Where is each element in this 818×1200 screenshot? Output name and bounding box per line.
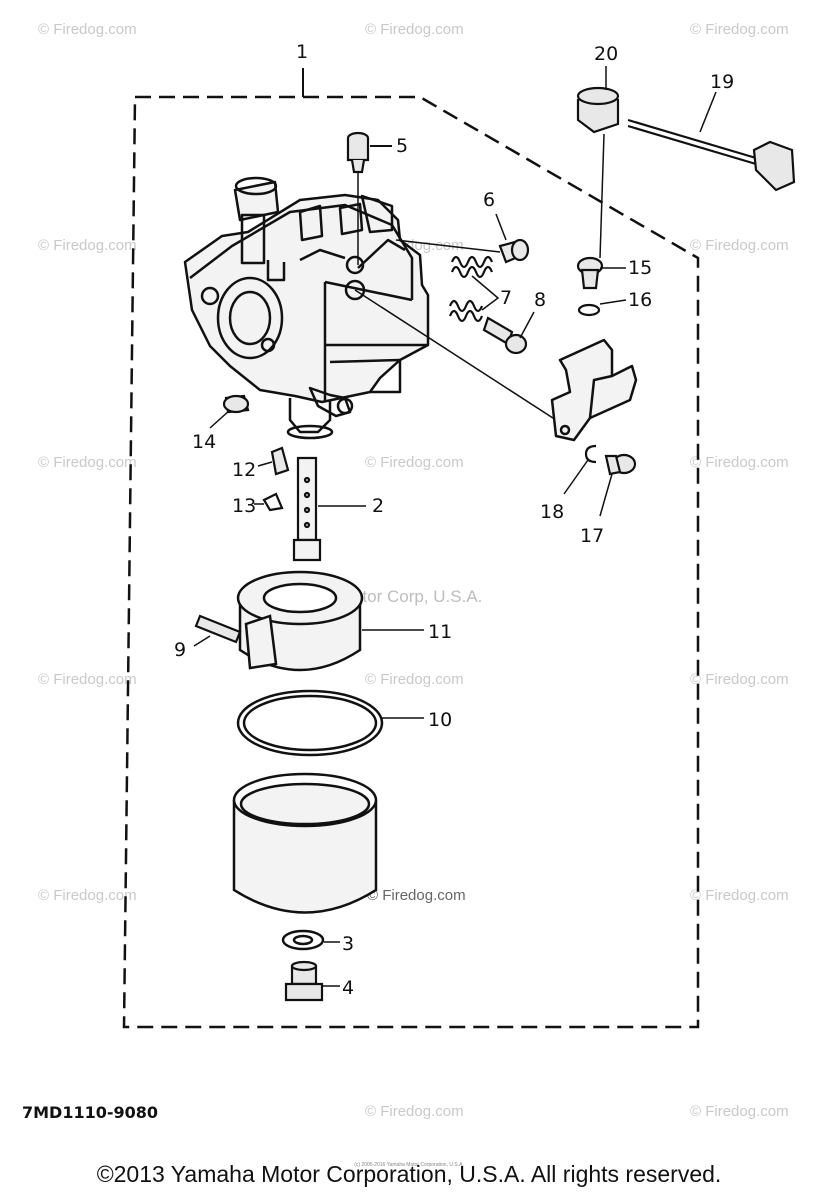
- callout-11: 11: [428, 621, 452, 643]
- watermark: © Firedog.com: [38, 454, 137, 471]
- callout-6: 6: [483, 189, 495, 211]
- callout-17: 17: [580, 525, 604, 547]
- watermark: © Firedog.com: [690, 671, 789, 688]
- callout-10: 10: [428, 709, 452, 731]
- part-6-screw: [498, 238, 530, 264]
- part-18-clip: [584, 444, 597, 464]
- leader-line: [563, 459, 589, 495]
- callout-14: 14: [192, 431, 216, 453]
- part-11-float: [236, 570, 364, 672]
- watermark: © Firedog.com: [365, 1103, 464, 1120]
- drawing-code: 7MD1110-9080: [22, 1103, 158, 1122]
- float-bowl: [232, 772, 378, 914]
- callout-13: 13: [232, 495, 256, 517]
- watermark: © Firedog.com: [38, 237, 137, 254]
- part-9-pin: [194, 614, 242, 644]
- leader-line: [599, 473, 613, 517]
- callout-7: 7: [500, 287, 512, 309]
- assembly-boundary: [122, 95, 700, 1029]
- part-14-plug: [222, 394, 250, 414]
- part-2-emulsion-tube: [292, 456, 322, 562]
- callout-3: 3: [342, 933, 354, 955]
- fine-print: (c) 2005-2016 Yamaha Motor Corporation, …: [354, 1162, 464, 1168]
- part-10-gasket: [236, 689, 384, 757]
- choke-bracket: [550, 338, 638, 442]
- callout-8: 8: [534, 289, 546, 311]
- callout-20: 20: [594, 43, 618, 65]
- part-16-washer: [577, 303, 601, 317]
- leader-line: [193, 635, 211, 647]
- callout-12: 12: [232, 459, 256, 481]
- watermark: © Firedog.com: [690, 237, 789, 254]
- part-8-screw: [482, 316, 528, 355]
- leader-line: [209, 409, 231, 429]
- callout-1: 1: [296, 41, 308, 63]
- watermark: © Firedog.com: [365, 454, 464, 471]
- callout-4: 4: [342, 977, 354, 999]
- leader-line: [354, 289, 557, 421]
- part-19-choke-rod: [627, 118, 796, 192]
- part-13-clip: [262, 492, 284, 512]
- leader-line: [599, 133, 605, 259]
- watermark: © Firedog.com: [690, 454, 789, 471]
- part-7-springs: [448, 255, 494, 323]
- inline-watermark: © Firedog.com: [367, 887, 466, 904]
- callout-5: 5: [396, 135, 408, 157]
- part-15-screw: [576, 256, 604, 290]
- callout-16: 16: [628, 289, 652, 311]
- callout-18: 18: [540, 501, 564, 523]
- callout-2: 2: [372, 495, 384, 517]
- part-5-screw: [346, 131, 370, 174]
- leader-line: [519, 311, 535, 339]
- copyright-notice: ©2013 Yamaha Motor Corporation, U.S.A. A…: [96, 1161, 722, 1187]
- callout-15: 15: [628, 257, 652, 279]
- leader-line: [471, 275, 500, 311]
- callout-19: 19: [710, 71, 734, 93]
- leader-line: [599, 299, 627, 305]
- leader-line: [395, 239, 501, 253]
- carburetor-body: [183, 176, 430, 440]
- callout-9: 9: [174, 639, 186, 661]
- part-4-drain-screw: [284, 960, 324, 1002]
- leader-line: [257, 461, 273, 467]
- callout-labels: 1 2 3 4 5 6 7 8 9 10 11 12 13 14 15 16 1…: [174, 41, 734, 999]
- watermark: © Firedog.com: [365, 671, 464, 688]
- watermark: © Firedog.com: [38, 671, 137, 688]
- part-20-knob: [576, 86, 620, 134]
- watermark: © Firedog.com: [38, 887, 137, 904]
- watermark: © Firedog.com: [38, 21, 137, 38]
- watermark: © Firedog.com: [365, 21, 464, 38]
- leader-line: [699, 91, 717, 133]
- watermark: © Firedog.com: [690, 21, 789, 38]
- watermark: © Firedog.com: [690, 887, 789, 904]
- part-12-jet: [270, 446, 290, 476]
- watermark: © Firedog.com: [690, 1103, 789, 1120]
- part-3-washer: [281, 929, 325, 951]
- leader-line: [495, 213, 507, 241]
- watermark-grid: © Firedog.com © Firedog.com © Firedog.co…: [38, 21, 789, 1120]
- part-17-screw: [604, 453, 637, 476]
